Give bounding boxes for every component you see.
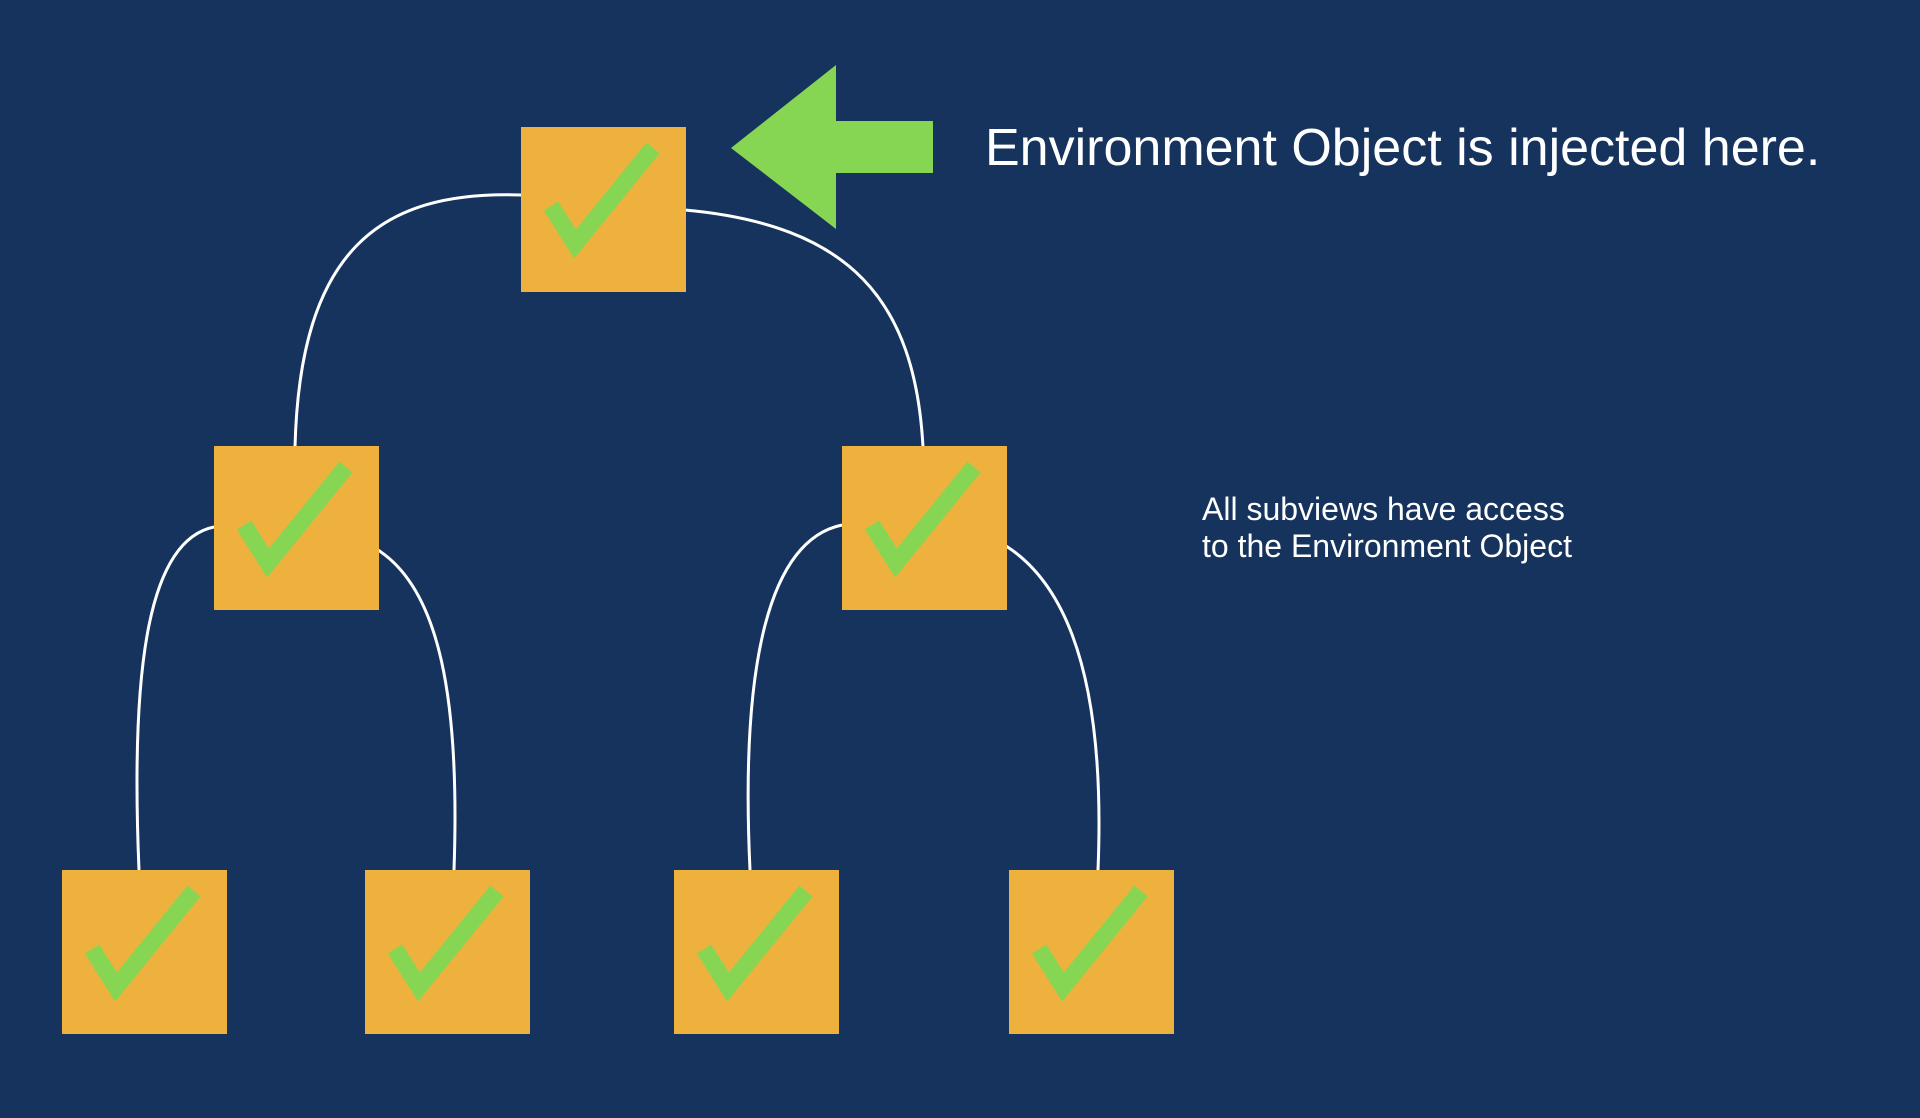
left-arrow-icon [731, 65, 933, 229]
view-node-leaf-1 [62, 870, 227, 1034]
view-node-right [842, 446, 1007, 610]
subviews-note: All subviews have access to the Environm… [1202, 491, 1572, 565]
view-node-leaf-2 [365, 870, 530, 1034]
view-node-root [521, 127, 686, 292]
connector-left-leaf2 [377, 548, 457, 871]
connector-root-left [293, 193, 522, 448]
connector-right-leaf3 [746, 523, 843, 871]
connector-root-right [684, 208, 925, 448]
subviews-note-line-1: All subviews have access [1202, 491, 1565, 527]
connector-right-leaf4 [1005, 544, 1101, 871]
connector-lines [135, 193, 1101, 871]
subviews-note-line-2: to the Environment Object [1202, 528, 1572, 564]
connector-left-leaf1 [135, 525, 215, 871]
injection-label: Environment Object is injected here. [985, 119, 1821, 177]
view-node-leaf-3 [674, 870, 839, 1034]
view-node-left [214, 446, 379, 610]
view-node-leaf-4 [1009, 870, 1174, 1034]
